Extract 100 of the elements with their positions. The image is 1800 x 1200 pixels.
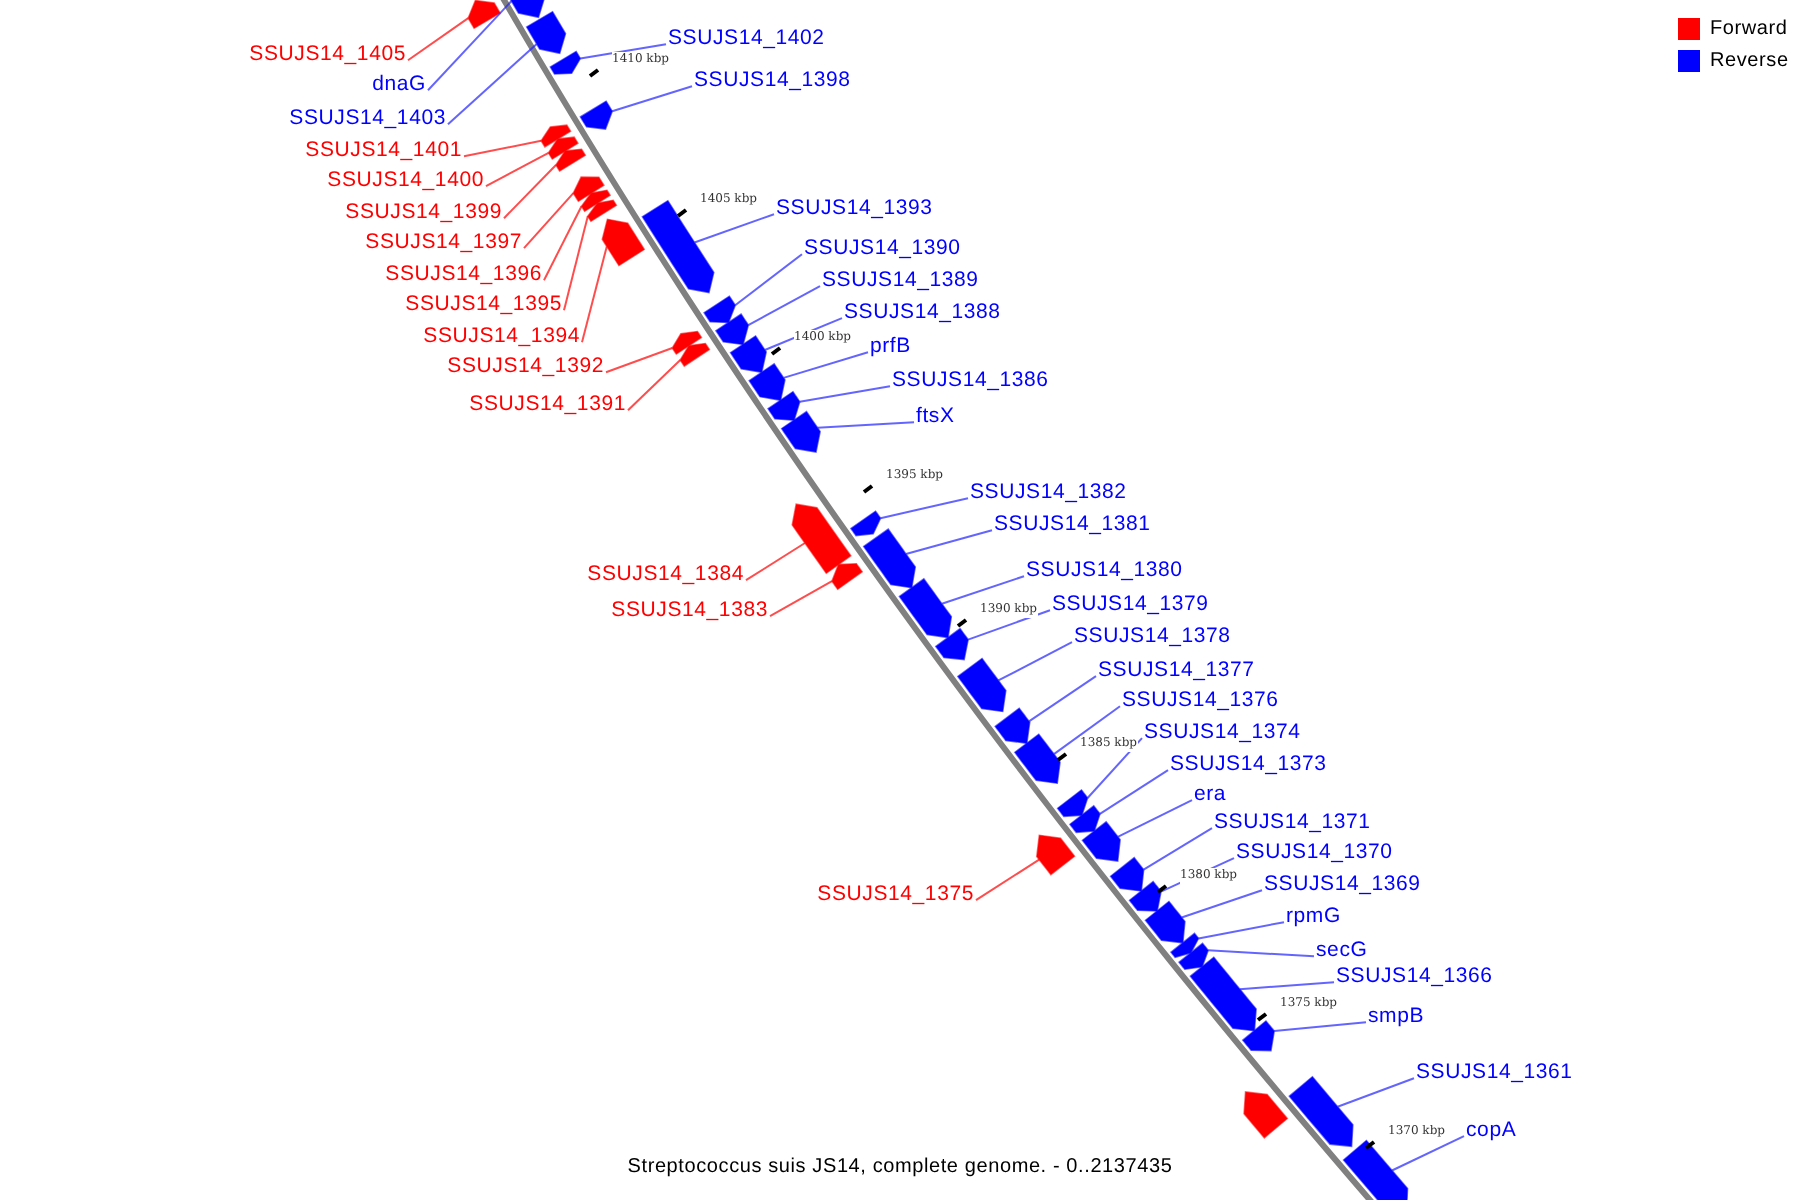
gene-feature-block bbox=[1035, 834, 1076, 876]
gene-feature-block bbox=[1013, 733, 1061, 785]
legend-label: Reverse bbox=[1710, 48, 1789, 74]
gene-label: SSUJS14_1371 bbox=[1214, 810, 1371, 836]
leader-line bbox=[1052, 705, 1121, 756]
gene-feature-block bbox=[849, 510, 882, 537]
gene-feature-block bbox=[555, 148, 587, 173]
leader-line bbox=[975, 858, 1041, 902]
leader-line bbox=[579, 43, 667, 60]
gene-feature-block bbox=[641, 199, 715, 294]
leader-line bbox=[1207, 949, 1315, 958]
leader-line bbox=[1197, 921, 1285, 940]
gene-feature-block bbox=[1288, 1075, 1354, 1148]
leader-line bbox=[485, 151, 550, 188]
gene-label: SSUJS14_1374 bbox=[1144, 720, 1301, 746]
gene-label: SSUJS14_1383 bbox=[611, 598, 768, 624]
gene-feature-block bbox=[1189, 956, 1257, 1032]
gene-label: SSUJS14_1375 bbox=[817, 882, 974, 908]
gene-feature-block bbox=[547, 136, 579, 160]
leader-line bbox=[1028, 675, 1097, 723]
gene-feature-block bbox=[1128, 880, 1162, 912]
gene-label: SSUJS14_1361 bbox=[1416, 1060, 1573, 1086]
gene-label: SSUJS14_1403 bbox=[289, 106, 446, 132]
gene-label: SSUJS14_1395 bbox=[405, 292, 562, 318]
gene-feature-block bbox=[791, 503, 852, 575]
leader-line bbox=[769, 580, 833, 618]
gene-feature-block bbox=[956, 657, 1007, 713]
gene-label: SSUJS14_1388 bbox=[844, 300, 1001, 326]
gene-label: SSUJS14_1384 bbox=[587, 562, 744, 588]
gene-feature-block bbox=[767, 390, 801, 421]
gene-label: SSUJS14_1397 bbox=[365, 230, 522, 256]
gene-feature-block bbox=[831, 563, 864, 591]
leader-line bbox=[1336, 1077, 1415, 1108]
leader-line bbox=[407, 17, 470, 62]
gene-feature-block bbox=[1081, 820, 1121, 862]
gene-label: SSUJS14_1376 bbox=[1122, 688, 1279, 714]
leader-line bbox=[693, 213, 775, 244]
leader-line bbox=[904, 529, 993, 556]
gene-feature-block bbox=[898, 577, 953, 639]
leader-line bbox=[747, 285, 821, 327]
gene-feature-block bbox=[467, 0, 502, 30]
leader-line bbox=[463, 139, 543, 158]
gene-feature-block bbox=[994, 707, 1031, 745]
gene-feature-block bbox=[934, 627, 969, 661]
gene-feature-block bbox=[572, 176, 605, 203]
gene-label: SSUJS14_1381 bbox=[994, 512, 1151, 538]
gene-label: secG bbox=[1316, 938, 1368, 964]
leader-line bbox=[997, 641, 1073, 682]
gene-label: SSUJS14_1369 bbox=[1264, 872, 1421, 898]
gene-feature-block bbox=[601, 218, 646, 267]
leader-line bbox=[427, 0, 513, 92]
leader-line bbox=[581, 245, 608, 344]
leader-line bbox=[523, 192, 575, 250]
gene-label: SSUJS14_1370 bbox=[1236, 840, 1393, 866]
leader-line bbox=[563, 215, 589, 312]
gene-feature-block bbox=[703, 295, 737, 324]
leader-line bbox=[1098, 769, 1169, 815]
gene-label: dnaG bbox=[372, 72, 426, 98]
gene-label: SSUJS14_1391 bbox=[469, 392, 626, 418]
gene-label: SSUJS14_1396 bbox=[385, 262, 542, 288]
gene-feature-block bbox=[1170, 932, 1200, 959]
gene-label: SSUJS14_1400 bbox=[327, 168, 484, 194]
gene-label: rpmG bbox=[1286, 904, 1341, 930]
leader-line bbox=[1180, 889, 1263, 919]
gene-label: SSUJS14_1393 bbox=[776, 196, 933, 222]
gene-label: SSUJS14_1380 bbox=[1026, 558, 1183, 584]
gene-feature-block bbox=[679, 342, 711, 368]
leader-line bbox=[1142, 827, 1213, 871]
leader-line bbox=[816, 421, 915, 429]
leader-line bbox=[1273, 1021, 1367, 1033]
gene-feature-block bbox=[580, 189, 612, 213]
gene-label: SSUJS14_1401 bbox=[305, 138, 462, 164]
gene-feature-block bbox=[1068, 804, 1101, 834]
gene-feature-block bbox=[586, 199, 618, 223]
caption: Streptococcus suis JS14, complete genome. - 0..2137435 bbox=[625, 1154, 1175, 1180]
gene-feature-block bbox=[540, 124, 572, 148]
gene-feature-block bbox=[1056, 788, 1089, 818]
leader-line bbox=[879, 497, 969, 520]
leader-line bbox=[967, 609, 1051, 641]
leader-line bbox=[627, 359, 682, 412]
gene-feature-block bbox=[780, 410, 821, 453]
gene-label: SSUJS14_1402 bbox=[668, 26, 825, 52]
gene-feature-block bbox=[671, 330, 703, 356]
gene-label: era bbox=[1194, 782, 1227, 808]
gene-label: SSUJS14_1390 bbox=[804, 236, 961, 262]
gene-feature-block bbox=[862, 528, 917, 589]
gene-feature-block bbox=[549, 50, 582, 75]
leader-line bbox=[798, 385, 891, 403]
gene-label: SSUJS14_1405 bbox=[249, 42, 406, 68]
gene-label: SSUJS14_1398 bbox=[694, 68, 851, 94]
leader-line bbox=[734, 253, 803, 307]
gene-label: SSUJS14_1386 bbox=[892, 368, 1049, 394]
gene-feature-block bbox=[1144, 900, 1186, 944]
leader-line bbox=[1086, 737, 1143, 799]
gene-label: SSUJS14_1377 bbox=[1098, 658, 1255, 684]
gene-label: SSUJS14_1399 bbox=[345, 200, 502, 226]
leader-line bbox=[605, 346, 674, 374]
gene-feature-block bbox=[1241, 1019, 1276, 1052]
gene-label: SSUJS14_1394 bbox=[423, 324, 580, 350]
gene-feature-block bbox=[729, 334, 768, 374]
